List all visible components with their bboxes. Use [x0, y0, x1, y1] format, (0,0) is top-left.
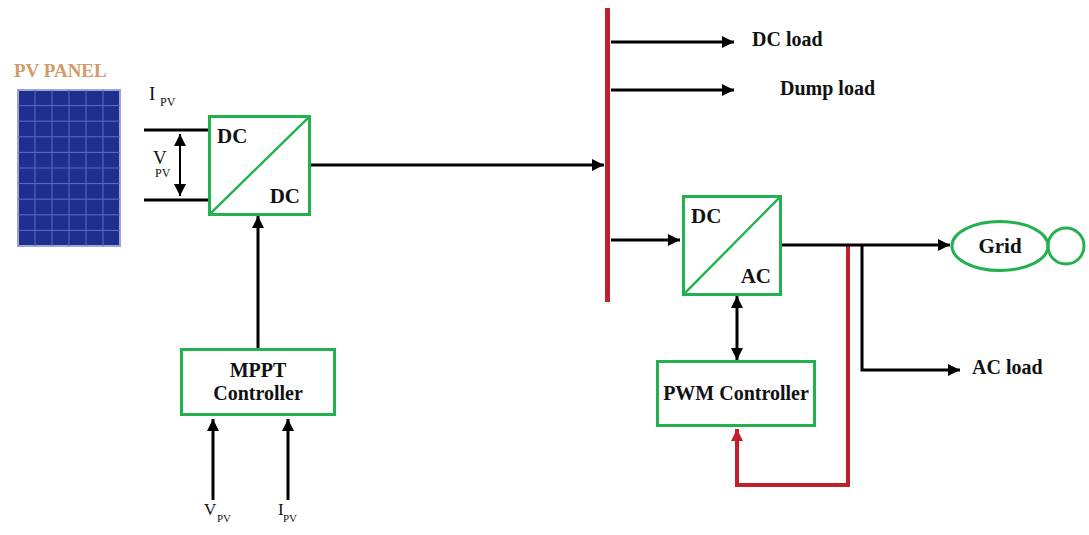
dc-bus — [605, 8, 610, 302]
cell-line — [18, 152, 120, 153]
load-label: AC load — [972, 356, 1043, 379]
cell-line — [18, 230, 120, 231]
connector — [736, 296, 739, 360]
signal-subscript: PV — [283, 512, 297, 524]
controller-label: PWM Controller — [663, 382, 809, 405]
diagonal-line — [211, 118, 308, 213]
connector — [257, 216, 260, 348]
converter-label: DC — [270, 184, 300, 209]
dc-ac-inverter: DC AC — [682, 195, 782, 296]
grid-label: Grid — [978, 234, 1021, 259]
signal-name: I — [149, 83, 155, 105]
panel-title: PV PANEL — [14, 60, 107, 82]
panel-frame — [18, 90, 120, 246]
load-label: Dump load — [780, 77, 875, 100]
connector — [782, 244, 950, 247]
connector — [144, 129, 208, 132]
grid-ellipse-shape — [952, 222, 1048, 271]
pwm-controller: PWM Controller — [656, 360, 816, 427]
connector — [144, 199, 208, 202]
diagonal-line — [685, 198, 779, 293]
dc-dc-converter: DC DC — [208, 115, 311, 216]
generator-circle — [1048, 228, 1084, 264]
voltage-arrow — [179, 134, 181, 196]
mppt-voltage-input — [212, 419, 215, 500]
ac-load-wire — [862, 245, 960, 370]
dc-load-wire — [611, 41, 734, 44]
converter-label: DC — [691, 204, 721, 229]
grid-ellipse: Grid — [950, 220, 1050, 272]
converter-label: DC — [217, 124, 247, 149]
load-label: DC load — [752, 28, 823, 51]
mppt-current-input — [287, 419, 290, 500]
controller-label: MPPT Controller — [187, 359, 329, 405]
cell-line — [18, 105, 120, 106]
signal-subscript: PV — [217, 512, 231, 524]
dc-output-wire — [311, 164, 604, 167]
cell-line — [18, 199, 120, 200]
signal-name: V — [153, 147, 167, 169]
cell-line — [18, 168, 120, 169]
signal-name: I — [278, 500, 284, 520]
converter-label: AC — [741, 264, 771, 289]
mppt-controller: MPPT Controller — [180, 348, 336, 416]
cell-line — [18, 121, 120, 122]
bus-to-inverter-wire — [611, 239, 680, 242]
signal-subscript: PV — [155, 166, 170, 181]
pv-panel: PV PANEL — [14, 60, 144, 248]
solar-cells — [14, 60, 144, 248]
dump-load-wire — [611, 89, 734, 92]
signal-subscript: PV — [160, 95, 175, 110]
signal-name: V — [204, 500, 216, 520]
cell-line — [18, 183, 120, 184]
cell-line — [18, 214, 120, 215]
cell-line — [18, 136, 120, 137]
